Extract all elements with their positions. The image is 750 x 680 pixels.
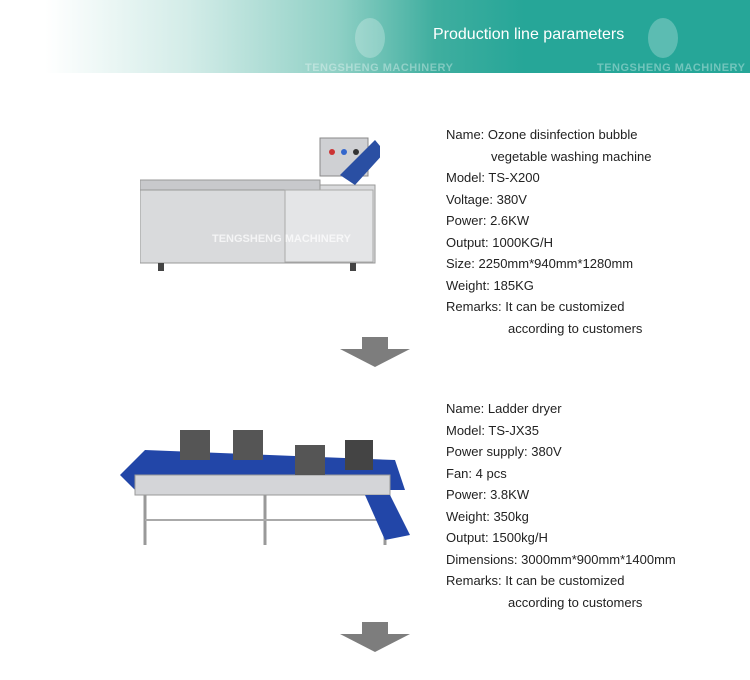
logo-watermark-icon (355, 18, 385, 58)
watermark-text: TENGSHENG MACHINERY (597, 62, 746, 74)
machine-2-specs: Name: Ladder dryer Model: TS-JX35 Power … (446, 398, 676, 613)
spec-model: Model: TS-X200 (446, 170, 540, 185)
spec-weight: Weight: 185KG (446, 277, 534, 293)
spec-remarks-cont: according to customers (508, 594, 643, 610)
spec-power: Power: 2.6KW (446, 213, 530, 228)
machine-1-specs: Name: Ozone disinfection bubble vegetabl… (446, 124, 651, 339)
spec-name-cont: vegetable washing machine (491, 148, 652, 164)
spec-model: Model: TS-JX35 (446, 422, 539, 438)
page-title: Production line parameters (433, 26, 625, 43)
logo-watermark-icon (648, 18, 678, 58)
spec-power-supply: Power supply: 380V (446, 444, 562, 459)
spec-dimensions: Dimensions: 3000mm*900mm*1400mm (446, 551, 676, 567)
spec-fan: Fan: 4 pcs (446, 465, 507, 481)
spec-remarks-cont: according to customers (508, 320, 643, 336)
spec-name: Name: Ladder dryer (446, 401, 562, 416)
down-arrow-icon (340, 622, 410, 652)
spec-output: Output: 1000KG/H (446, 234, 553, 250)
spec-weight: Weight: 350kg (446, 508, 529, 524)
spec-remarks: Remarks: It can be customized (446, 573, 625, 588)
down-arrow-icon (340, 337, 410, 367)
spec-voltage: Voltage: 380V (446, 191, 527, 207)
washing-machine-image (140, 137, 380, 271)
watermark-text: TENGSHENG MACHINERY (305, 62, 454, 74)
spec-size: Size: 2250mm*940mm*1280mm (446, 256, 634, 271)
ladder-dryer-image (120, 430, 410, 545)
spec-output: Output: 1500kg/H (446, 530, 548, 545)
spec-remarks: Remarks: It can be customized (446, 299, 625, 314)
spec-power: Power: 3.8KW (446, 487, 530, 502)
header-banner: TENGSHENG MACHINERY TENGSHENG MACHINERY … (0, 0, 750, 74)
image-watermark: TENGSHENG MACHINERY (212, 233, 351, 245)
spec-name: Name: Ozone disinfection bubble (446, 127, 638, 142)
